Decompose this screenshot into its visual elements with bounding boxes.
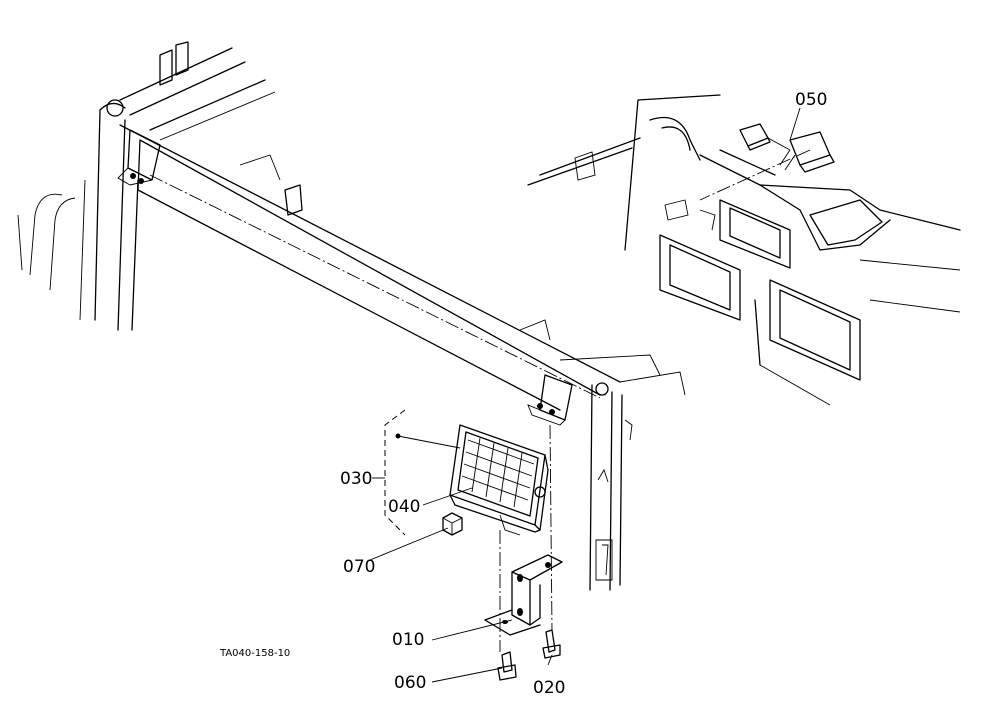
label-030: 030 (340, 469, 372, 489)
bolt-060 (497, 651, 517, 681)
dashboard (527, 94, 961, 406)
label-020: 020 (533, 678, 565, 698)
right-clamp (527, 374, 573, 426)
label-040: 040 (388, 497, 420, 517)
bolt-020 (542, 629, 561, 659)
right-post (589, 382, 633, 591)
label-010: 010 (392, 630, 424, 650)
bracket-010 (484, 554, 563, 636)
left-post (17, 99, 139, 331)
leader-lines (369, 107, 801, 683)
nut-070 (442, 512, 463, 536)
label-060: 060 (394, 673, 426, 693)
label-070: 070 (343, 557, 375, 577)
switch-050 (699, 123, 835, 201)
rear-top-rails (119, 41, 276, 141)
drawing-code: TA040-158-10 (219, 648, 290, 659)
label-050: 050 (795, 90, 827, 110)
work-light (449, 424, 549, 536)
left-clamp (117, 129, 161, 186)
cross-beam (119, 124, 686, 411)
assembly-bracket-030 (384, 409, 406, 536)
